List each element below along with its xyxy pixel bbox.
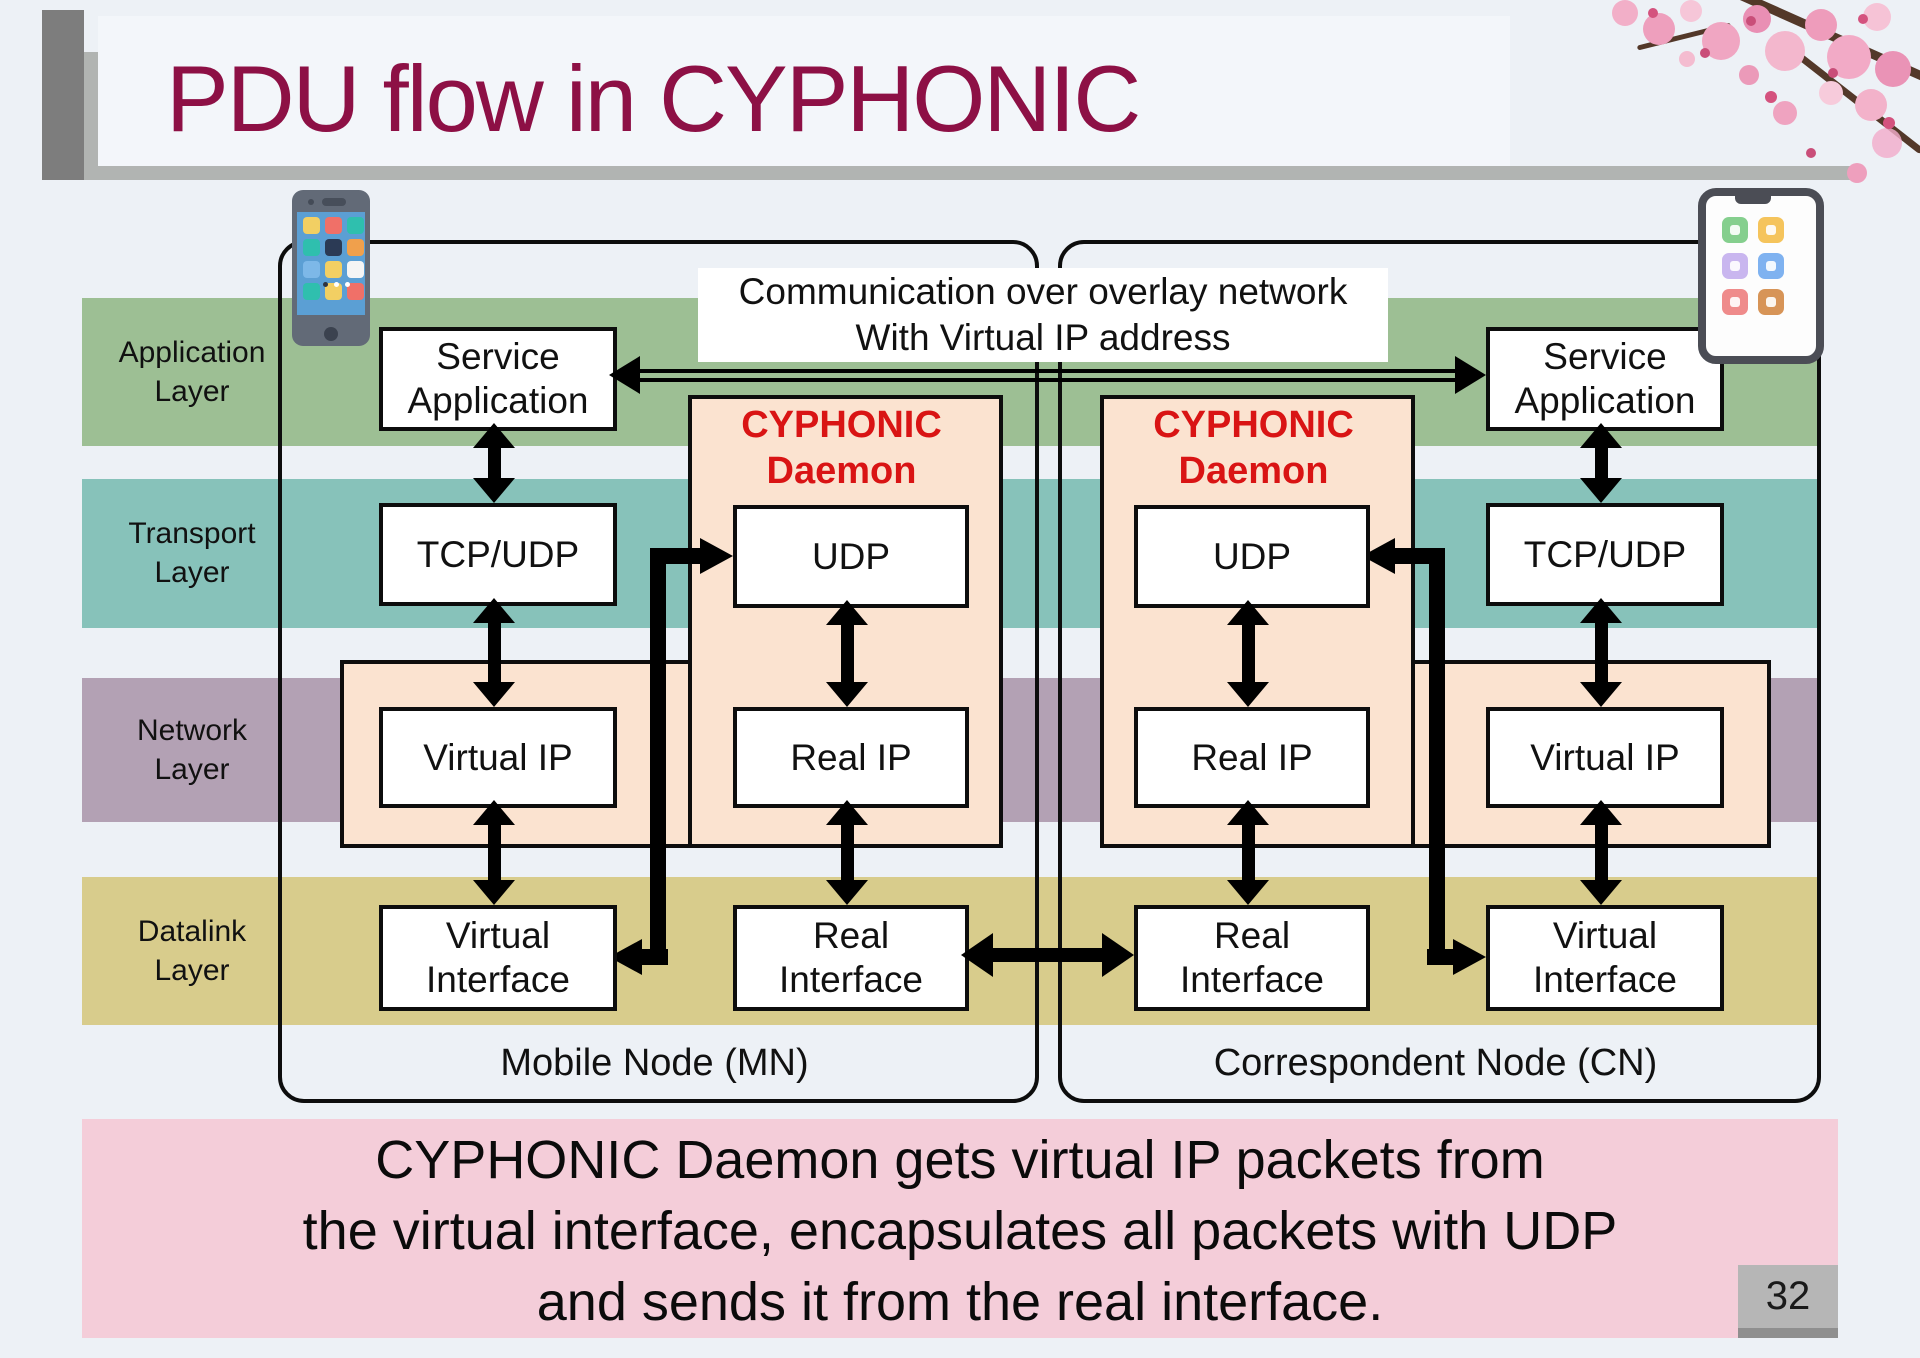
cn-realip-realinterface-arrow bbox=[1227, 800, 1269, 905]
mn-daemon-title: CYPHONIC Daemon bbox=[741, 404, 942, 492]
mn-virtual-interface-box: Virtual Interface bbox=[379, 905, 617, 1011]
title-accent-block bbox=[42, 10, 84, 180]
correspondent-node-caption: Correspondent Node (CN) bbox=[1213, 1042, 1658, 1084]
datalink-layer-label: Datalink Layer bbox=[137, 915, 247, 987]
slide-number-strip bbox=[1738, 1328, 1838, 1338]
application-layer-label: Application Layer bbox=[118, 336, 266, 408]
cn-udp-box: UDP bbox=[1134, 505, 1370, 608]
cn-smartphone-icon bbox=[1698, 188, 1824, 364]
cn-udp-realip-arrow bbox=[1227, 600, 1269, 707]
cn-real-ip-box: Real IP bbox=[1134, 707, 1370, 808]
transport-layer-label: Transport Layer bbox=[128, 517, 256, 589]
network-layer-label: Network Layer bbox=[136, 714, 248, 786]
overlay-network-communication-arrow bbox=[609, 356, 1486, 394]
mn-realip-realinterface-arrow bbox=[826, 800, 868, 905]
title-accent-strip bbox=[84, 52, 98, 166]
mn-real-interface-box: Real Interface bbox=[733, 905, 969, 1011]
arrowhead-into-mn-udp bbox=[700, 538, 733, 574]
cn-virtual-interface-box: Virtual Interface bbox=[1486, 905, 1724, 1011]
summary-banner bbox=[82, 1119, 1838, 1338]
page-title: PDU flow in CYPHONIC bbox=[166, 46, 1141, 151]
cn-tcp-udp-box: TCP/UDP bbox=[1486, 503, 1724, 606]
cherry-blossom-buds bbox=[1648, 8, 1658, 18]
overlay-network-note: Communication over overlay network With … bbox=[698, 268, 1388, 362]
mn-udp-box: UDP bbox=[733, 505, 969, 608]
cn-virtual-ip-box: Virtual IP bbox=[1486, 707, 1724, 808]
cn-real-interface-box: Real Interface bbox=[1134, 905, 1370, 1011]
slide-number: 32 bbox=[1738, 1265, 1838, 1328]
mobile-node-caption: Mobile Node (MN) bbox=[500, 1042, 809, 1084]
mn-smartphone-icon bbox=[292, 190, 370, 346]
title-underline-strip bbox=[84, 166, 1850, 180]
title-panel bbox=[98, 16, 1510, 166]
correspondent-node-container bbox=[1058, 240, 1821, 1103]
cn-service-application-box: Service Application bbox=[1486, 327, 1724, 431]
cn-virtualip-virtualinterface-arrow bbox=[1580, 800, 1622, 905]
mn-virtual-ip-box: Virtual IP bbox=[379, 707, 617, 808]
arrowhead-into-cn-virtual-interface bbox=[1453, 939, 1486, 975]
summary-text: CYPHONIC Daemon gets virtual IP packets … bbox=[302, 1130, 1618, 1332]
cn-tcpudp-virtualip-arrow bbox=[1580, 598, 1622, 707]
mn-udp-realip-arrow bbox=[826, 600, 868, 707]
mn-tcp-udp-box: TCP/UDP bbox=[379, 503, 617, 606]
mobile-node-container bbox=[278, 240, 1039, 1103]
cherry-blossoms bbox=[1612, 0, 1638, 26]
realinterface-mn-cn-arrow bbox=[961, 933, 1134, 977]
mn-real-ip-box: Real IP bbox=[733, 707, 969, 808]
cn-serviceapp-tcpudp-arrow bbox=[1580, 423, 1622, 503]
mn-virtualip-virtualinterface-arrow bbox=[473, 800, 515, 905]
mn-serviceapp-tcpudp-arrow bbox=[473, 423, 515, 503]
mn-service-application-box: Service Application bbox=[379, 327, 617, 431]
cn-daemon-title: CYPHONIC Daemon bbox=[1153, 404, 1354, 492]
mn-tcpudp-virtualip-arrow bbox=[473, 598, 515, 707]
